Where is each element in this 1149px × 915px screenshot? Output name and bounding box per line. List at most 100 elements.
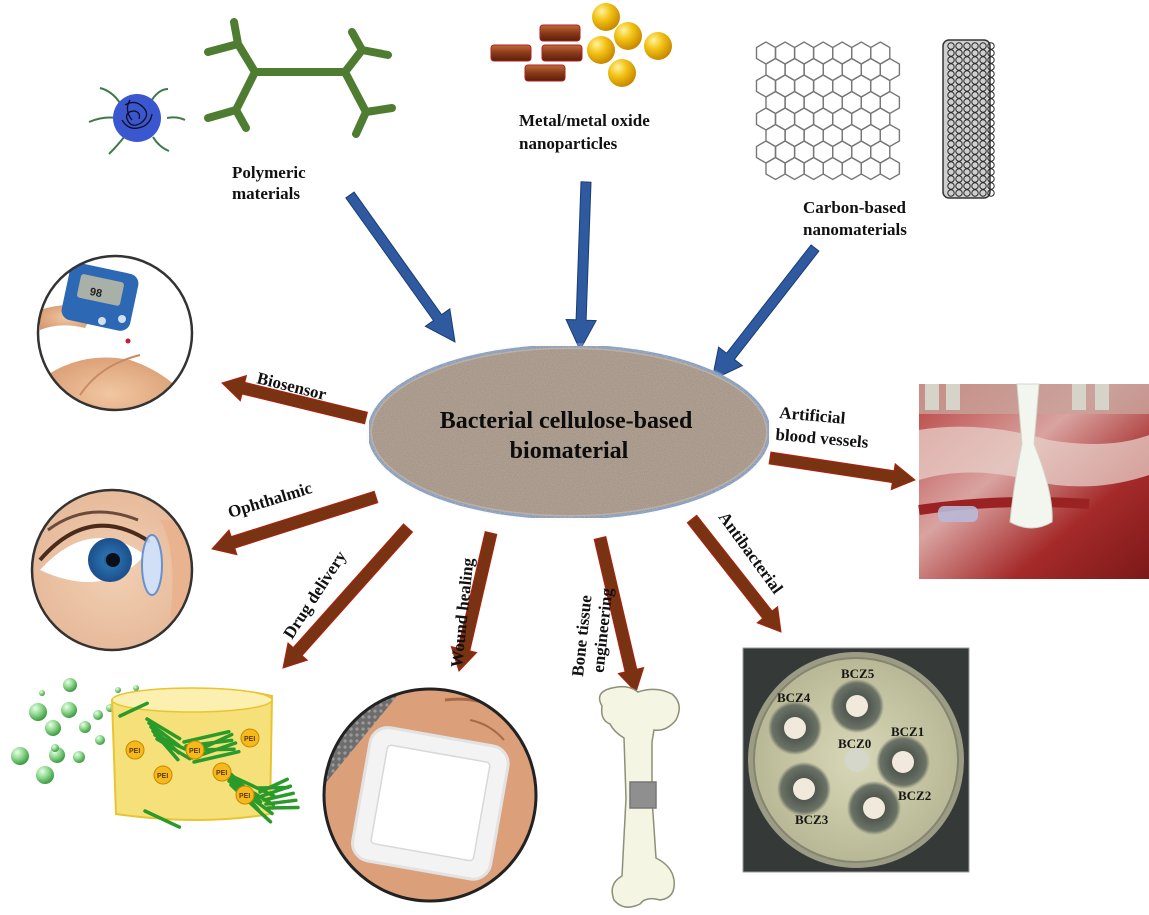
- nanotube-cell: [955, 112, 963, 120]
- nanotube-cell: [979, 49, 987, 57]
- pei-tag: PEI: [216, 770, 227, 777]
- nanotube-cell: [971, 154, 979, 162]
- petri-well-label: BCZ1: [891, 724, 924, 739]
- nanotube-cell: [979, 105, 987, 113]
- nanotube-cell: [955, 154, 963, 162]
- nanotube-cell: [971, 140, 979, 148]
- nanotube-cell: [979, 189, 987, 197]
- nanotube-cell: [955, 70, 963, 78]
- femur-bone-image: [598, 685, 680, 908]
- nanotube-cell: [971, 112, 979, 120]
- input-label-metal: Metal/metal oxide nanoparticles: [519, 111, 654, 153]
- pei-particle: [125, 740, 145, 760]
- pei-tag: PEI: [239, 793, 250, 800]
- nanotube-cell: [987, 140, 995, 148]
- nanotube-cell: [963, 112, 971, 120]
- app-label-artificial-vessels: Artificial blood vessels: [775, 403, 872, 452]
- output-arrow-antibacterial: [686, 514, 782, 633]
- nanotube-cell: [963, 91, 971, 99]
- nanotube-cell: [987, 49, 995, 57]
- nanotube-cell: [979, 175, 987, 183]
- nanotube-cell: [971, 42, 979, 50]
- nanotube-cell: [947, 189, 955, 197]
- drug-molecule: [39, 690, 45, 696]
- nanotube-cell: [987, 154, 995, 162]
- nanotube-cell: [979, 140, 987, 148]
- nanotube-cell: [963, 168, 971, 176]
- drug-molecule: [73, 751, 85, 763]
- input-arrow-polymeric: [345, 191, 456, 343]
- nanotube-cell: [979, 91, 987, 99]
- nanotube-cell: [955, 168, 963, 176]
- cellulose-fiber: [256, 785, 290, 790]
- nanotube-cell: [987, 119, 995, 127]
- nanotube-cell: [971, 84, 979, 92]
- nanotube-cell: [955, 126, 963, 134]
- nanotube-cell: [963, 154, 971, 162]
- nanotube-cell: [955, 175, 963, 183]
- nanotube-cell: [979, 154, 987, 162]
- nanotube-cell: [979, 63, 987, 71]
- nanotube-cell: [987, 91, 995, 99]
- nanotube-cell: [955, 84, 963, 92]
- drug-molecule: [36, 766, 54, 784]
- sample-disc: [863, 797, 885, 819]
- output-arrow-drug-delivery: [282, 523, 414, 669]
- nanotube-cell: [955, 42, 963, 50]
- nanotube-cell: [955, 147, 963, 155]
- nanotube-cell: [963, 161, 971, 169]
- graphene-hexagon: [784, 156, 805, 181]
- nanotube-cell: [955, 105, 963, 113]
- nanotube-cell: [947, 140, 955, 148]
- drug-molecule: [61, 702, 77, 718]
- nanotube-cell: [971, 77, 979, 85]
- cellulose-fiber: [149, 725, 181, 755]
- nanotube-cell: [963, 42, 971, 50]
- input-arrow-carbon: [711, 244, 820, 381]
- nanotube-cell: [987, 105, 995, 113]
- cellulose-fiber: [182, 729, 231, 744]
- nanotube-cell: [971, 182, 979, 190]
- nanotube-cell: [971, 91, 979, 99]
- nanotube-cell: [947, 112, 955, 120]
- output-arrow-bone-tissue: [593, 535, 645, 693]
- sample-disc: [845, 748, 869, 772]
- metal-oxide-nanorods-icon: [490, 24, 583, 82]
- cellulose-fiber: [145, 717, 182, 741]
- nanotube-cell: [987, 63, 995, 71]
- nanotube-cell: [979, 112, 987, 120]
- nanotube-cell: [947, 119, 955, 127]
- nanotube-cell: [963, 175, 971, 183]
- nanotube-cell: [987, 189, 995, 197]
- nanotube-cell: [963, 105, 971, 113]
- nanotube-cell: [947, 42, 955, 50]
- drug-molecule: [133, 685, 139, 691]
- nanotube-cell: [947, 70, 955, 78]
- petri-well-label: BCZ3: [795, 812, 829, 827]
- nanotube-cell: [987, 161, 995, 169]
- nanotube-cell: [971, 70, 979, 78]
- cellulose-fiber: [266, 805, 300, 810]
- nanotube-cell: [979, 161, 987, 169]
- nanotube-cell: [987, 98, 995, 106]
- nanotube-cell: [987, 42, 995, 50]
- nanotube-cell: [971, 168, 979, 176]
- nanotube-cell: [979, 84, 987, 92]
- nanotube-cell: [979, 182, 987, 190]
- nanotube-cell: [979, 98, 987, 106]
- drug-molecule: [63, 678, 77, 692]
- pei-particle: [240, 728, 260, 748]
- nanotube-cell: [955, 182, 963, 190]
- nanotube-cell: [947, 175, 955, 183]
- output-arrow-biosensor: [221, 374, 369, 425]
- wound-dressing-image: [322, 687, 538, 903]
- petri-well-label: BCZ0: [838, 736, 871, 751]
- nanotube-cell: [955, 49, 963, 57]
- nanotube-cell: [971, 98, 979, 106]
- output-arrow-artificial-vessels: [768, 451, 916, 491]
- input-label-polymeric: Polymeric materials: [232, 163, 310, 203]
- nanotube-cell: [971, 147, 979, 155]
- nanotube-cell: [963, 63, 971, 71]
- nanotube-cell: [963, 84, 971, 92]
